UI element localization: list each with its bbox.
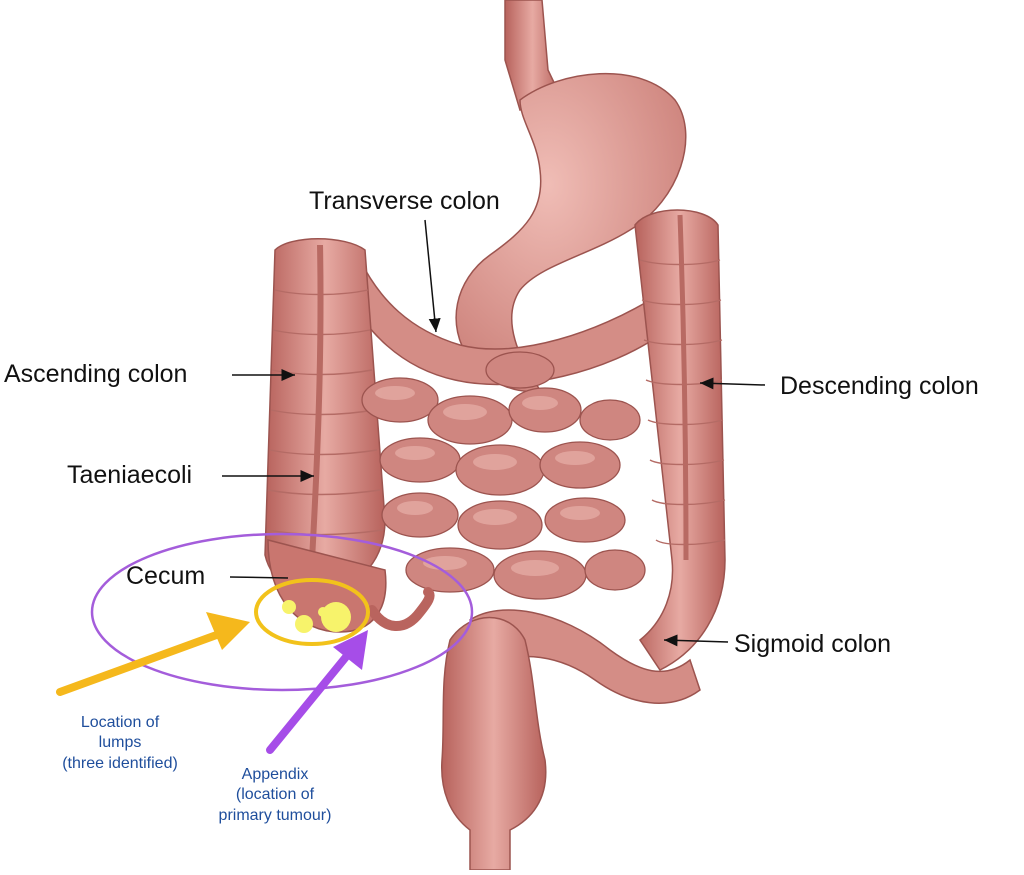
cecum-region-circle	[90, 532, 474, 692]
rectum	[441, 616, 547, 871]
note-lumps-line-1: Location of	[80, 714, 160, 731]
label-transverse-colon: Transverse colon	[309, 187, 500, 215]
taenia-band	[309, 244, 324, 561]
appendix-arrow	[266, 630, 368, 754]
descending-colon	[634, 209, 726, 671]
leader-transverse	[424, 219, 441, 333]
leader-sigmoid	[663, 634, 729, 647]
appendix	[367, 587, 435, 631]
small-intestine-highlights	[375, 386, 600, 576]
lump-region-ring	[254, 578, 370, 646]
label-cecum: Cecum	[126, 562, 206, 590]
leader-descending	[699, 377, 766, 390]
note-lumps: Location of lumps (three identified)	[40, 713, 200, 774]
sigmoid-colon	[469, 609, 701, 704]
note-appendix: Appendix (location of primary tumour)	[200, 765, 350, 826]
label-ascending-colon: Ascending colon	[4, 360, 188, 388]
ascending-haustra	[266, 289, 384, 536]
note-appendix-line-2: (location of	[235, 786, 315, 804]
label-taeniaecoli: Taeniaecoli	[67, 461, 193, 489]
lumps	[282, 600, 351, 633]
label-sigmoid-colon: Sigmoid colon	[734, 630, 892, 658]
note-lumps-line-2: lumps	[98, 734, 142, 752]
leader-cecum	[229, 576, 289, 579]
lumps-arrow	[56, 612, 250, 696]
label-descending-colon: Descending colon	[780, 372, 979, 400]
note-appendix-line-3: primary tumour)	[218, 806, 332, 824]
note-appendix-line-1: Appendix	[241, 766, 309, 783]
descending-taenia	[677, 214, 689, 561]
descending-haustra	[639, 259, 726, 546]
note-lumps-line-3: (three identified)	[62, 754, 178, 772]
